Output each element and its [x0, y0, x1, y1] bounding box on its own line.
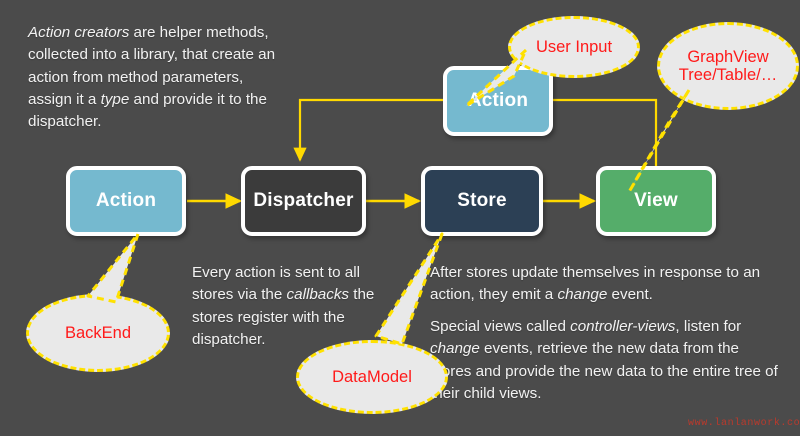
callout-datamodel-label: DataModel [332, 367, 412, 386]
emphasis-change-2: change [430, 340, 480, 358]
text-run: After stores update themselves in respon… [430, 264, 761, 304]
callout-datamodel[interactable]: DataModel [296, 232, 448, 414]
text-run: events, retrieve the new data from the s… [430, 340, 778, 403]
callout-backend[interactable]: BackEnd [26, 232, 170, 372]
callout-user-input-tail [464, 48, 528, 108]
text-run: , listen for [675, 318, 742, 335]
node-action-left[interactable]: Action [66, 166, 186, 236]
node-store-label: Store [457, 190, 507, 211]
callout-graphview-label: GraphView Tree/Table/… [678, 47, 778, 84]
text-run: the stores register with the dispatcher. [192, 286, 375, 349]
callout-datamodel-tail [374, 232, 444, 346]
callout-backend-label: BackEnd [64, 323, 132, 342]
node-store[interactable]: Store [421, 166, 543, 236]
paragraph-after-stores: After stores update themselves in respon… [430, 262, 782, 307]
emphasis-callbacks: callbacks [286, 286, 350, 304]
callout-user-input[interactable]: User Input [464, 16, 640, 108]
emphasis-controller-views: controller-views [570, 318, 676, 335]
text-run: are helper methods, collected into a lib… [28, 24, 276, 109]
text-run: event. [607, 286, 653, 304]
paragraph-every-action: Every action is sent to all stores via t… [192, 262, 404, 351]
text-run: Every action is sent to all stores via t… [192, 264, 360, 304]
callout-user-input-shape [508, 16, 640, 78]
emphasis-change-1: change [557, 286, 608, 304]
node-action-left-label: Action [95, 190, 157, 211]
callout-graphview[interactable]: GraphView Tree/Table/… [627, 22, 799, 194]
node-dispatcher-label: Dispatcher [253, 190, 354, 211]
emphasis-action-creators: Action creators [28, 24, 130, 41]
node-dispatcher[interactable]: Dispatcher [241, 166, 366, 236]
watermark: www.lanlanwork.com [688, 418, 800, 429]
callout-user-input-label: User Input [535, 37, 613, 56]
paragraph-controller-views: Special views called controller-views, l… [430, 316, 782, 405]
callout-graphview-tail [627, 88, 691, 194]
callout-graphview-shape [657, 22, 799, 110]
emphasis-type: type [100, 91, 130, 109]
text-run: Special views called [430, 318, 571, 335]
text-run: and provide it to the dispatcher. [28, 91, 267, 131]
callout-backend-tail [86, 232, 140, 304]
paragraph-action-creators: Action creators are helper methods, coll… [28, 22, 290, 134]
callout-datamodel-shape [296, 340, 448, 414]
edge-action-top-to-dispatcher [293, 98, 444, 162]
